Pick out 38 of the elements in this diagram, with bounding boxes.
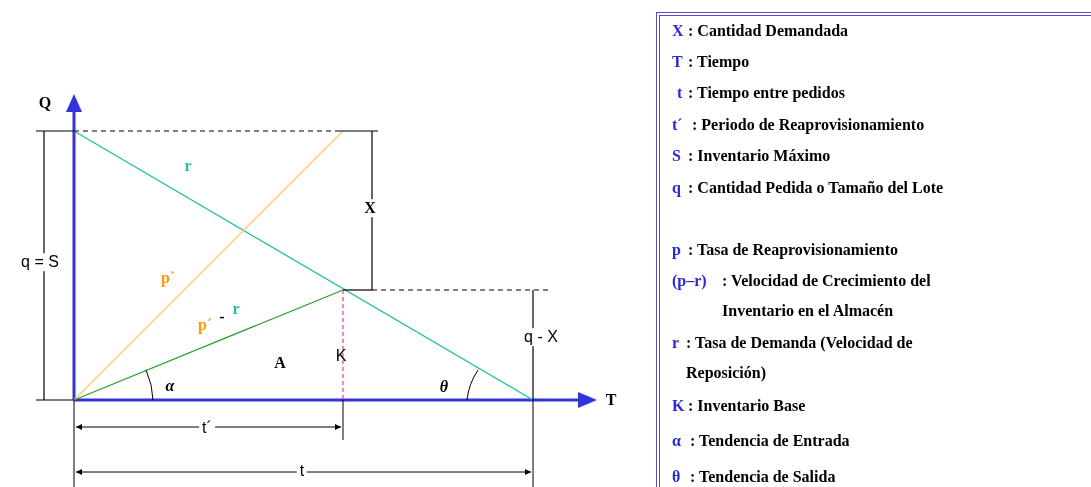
symbol-definition: : Tendencia de Entrada <box>690 431 851 451</box>
symbol-definition: : Inventario Base <box>688 396 807 416</box>
line-label: p´ <box>197 316 213 334</box>
dimension-label: X <box>361 199 379 217</box>
symbol-definition: : Tiempo <box>688 52 751 73</box>
symbol: θ <box>672 467 681 487</box>
symbol-definition: : Periodo de Reaprovisionamiento <box>692 115 926 136</box>
symbol-definition: : Velocidad de Crecimiento del Inventario en el Almacén <box>722 271 932 321</box>
symbol: r <box>672 333 680 353</box>
line-label: r <box>184 157 192 175</box>
angle-label: θ <box>439 378 449 396</box>
symbol: K <box>672 396 685 416</box>
symbol: t´ <box>672 115 683 135</box>
symbol-definition: : Tasa de Reaprovisionamiento <box>688 240 899 261</box>
symbol: S <box>672 146 681 166</box>
symbol: (p–r) <box>672 271 707 292</box>
axis-label: T <box>605 391 617 409</box>
symbol: T <box>672 52 683 72</box>
symbol-definition: : Tiempo entre pedidos <box>688 83 846 104</box>
symbol: q <box>672 178 681 199</box>
line-label: p` <box>160 269 176 287</box>
line-label: - <box>219 308 225 326</box>
dimension-label: q = S <box>18 253 62 271</box>
line-label: r <box>232 300 240 318</box>
symbol: X <box>672 21 684 41</box>
area-label: A <box>274 354 286 372</box>
symbol-definition: : Tasa de Demanda (Velocidad de Reposición) <box>686 333 914 384</box>
symbol: t <box>677 83 683 103</box>
symbol-definition: : Inventario Máximo <box>688 146 832 166</box>
symbol-definition: : Cantidad Demandada <box>688 21 850 41</box>
symbol-definition: : Tendencia de Salida <box>690 467 837 487</box>
symbol: α <box>672 431 681 451</box>
symbol: p <box>672 240 681 261</box>
dimension-label: q - X <box>521 328 561 346</box>
angle-label: α <box>165 377 175 395</box>
axis-label: Q <box>38 94 52 112</box>
symbol-definition: : Cantidad Pedida o Tamaño del Lote <box>688 178 945 198</box>
point-label: K <box>335 347 347 365</box>
